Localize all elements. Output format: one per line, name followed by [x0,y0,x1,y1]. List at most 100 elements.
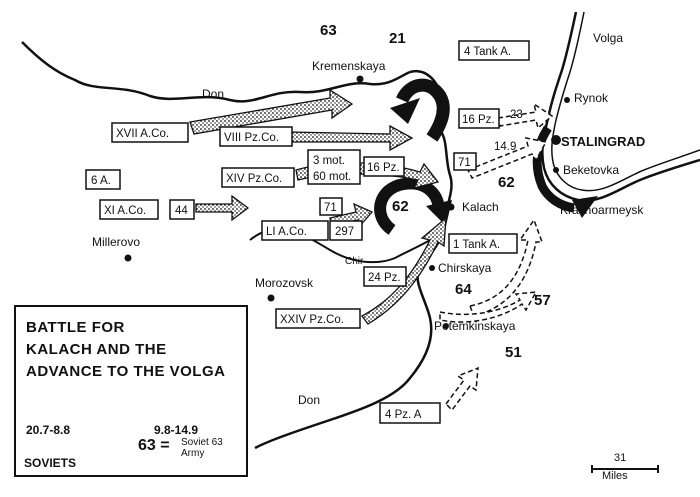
place-chirskaya: Chirskaya [438,261,492,275]
box-xiv [221,167,295,188]
label-xiv: XIV Pz.Co. [226,173,282,185]
label-297: 297 [335,226,354,238]
arrow-44 [195,194,250,222]
box-viii [219,126,293,147]
place-millerovo: Millerovo [92,235,140,249]
box-xxiv [275,308,361,329]
label-71b: 71 [458,157,471,169]
box-16pz-b [458,108,500,129]
arrow-viii [289,124,414,152]
potemkinskaya-town [443,323,449,329]
box-a6 [85,169,121,190]
label-mot3: 3 mot. [313,155,345,167]
army-57: 57 [534,292,551,309]
label-23: 23 [510,109,523,121]
river-chir: Chir [345,256,364,267]
place-morozovsk: Morozovsk [255,276,314,290]
box-24pz [363,266,407,287]
box-xi [99,199,159,220]
legend-soviets: SOVIETS [24,456,77,470]
box-mot [307,149,361,185]
label-viii: VIII Pz.Co. [224,132,279,144]
label-mot60: 60 mot. [313,171,351,183]
label-a6: 6 A. [91,175,111,187]
label-xvii: XVII A.Co. [116,128,169,140]
arrow-71-stalingrad [466,137,548,179]
label-24pz: 24 Pz. [368,272,401,284]
beketovka-town [553,167,559,173]
date-14-9: 14.9 [494,141,516,153]
box-4pz [379,402,441,424]
arrow-xvii [189,88,354,135]
soviet-arrowhead-volga [572,196,598,218]
legend-key-line2: Army [181,448,205,459]
box-xvii [111,122,189,143]
box-tank1 [448,233,518,254]
soviet-arc-kremenskaya [396,78,450,142]
place-stalingrad: STALINGRAD [561,134,645,149]
place-potemkinskaya: Potemkinskaya [434,319,516,333]
scale-distance: 31 [614,452,627,464]
don-river-north [21,41,411,103]
box-tank4 [458,40,530,61]
place-kremenskaya: Kremenskaya [312,59,386,73]
chirskaya-town [429,265,435,271]
label-xxiv: XXIV Pz.Co. [280,314,344,326]
box-li [261,220,329,241]
legend-key-line1: Soviet 63 [181,437,223,448]
label-16pz-a: 16 Pz. [367,162,400,174]
stalingrad-city [551,135,561,145]
river-don-south: Don [298,393,320,407]
label-xi: XI A.Co. [104,205,146,217]
scale-bar: 31 Miles [590,452,660,482]
river-don-north: Don [202,87,224,101]
arrow-1tank [468,218,544,317]
place-beketovka: Beketovka [563,163,619,177]
legend-key-text: Soviet 63 Army [181,437,223,459]
box-16pz-a [363,156,405,177]
legend-title-line3: ADVANCE TO THE VOLGA [26,363,226,380]
legend-date-german: 20.7-8.8 [26,423,71,437]
legend-title: BATTLE FOR KALACH AND THE ADVANCE TO THE… [26,317,225,383]
place-rynok: Rynok [574,91,609,105]
kremenskaya-town [356,75,364,83]
arrow-4pz [445,366,479,412]
legend-title-line2: KALACH AND THE [26,341,167,358]
box-71a [319,197,343,216]
legend-date-second: 9.8-14.9 [154,423,199,437]
scale-line [591,465,659,473]
arrow-xxiv [361,216,447,325]
millerovo-town [124,254,132,262]
army-62-east: 62 [498,174,515,191]
soviet-arrowhead-ring [426,200,452,226]
label-71a: 71 [324,202,337,214]
legend-key-number: 63 = [138,437,170,454]
volga-bank [551,11,700,192]
map-legend: BATTLE FOR KALACH AND THE ADVANCE TO THE… [14,305,248,477]
label-tank1: 1 Tank A. [453,239,500,251]
soviet-arrowhead-north [390,98,420,124]
arrow-16pz-stalingrad [497,102,554,130]
rynok-town [564,97,570,103]
army-21: 21 [389,30,406,47]
army-51: 51 [505,344,522,361]
army-62-center: 62 [392,198,409,215]
place-kalach: Kalach [462,200,499,214]
place-krasnoarmeysk: Krasnoarmeysk [560,203,644,217]
label-4pz: 4 Pz. A [385,409,422,421]
label-44: 44 [175,205,188,217]
volga-river [541,11,700,202]
river-volga: Volga [593,31,623,45]
box-297 [329,220,363,241]
morozovsk-town [267,294,275,302]
label-li: LI A.Co. [266,226,307,238]
army-64: 64 [455,281,472,298]
scale-unit: Miles [602,470,628,482]
arrow-potemkinskaya [439,291,538,323]
army-63: 63 [320,22,337,39]
soviet-ring-kalach [374,177,445,235]
label-16pz-b: 16 Pz. [462,114,495,126]
box-71b [453,152,477,171]
label-tank4: 4 Tank A. [464,46,511,58]
